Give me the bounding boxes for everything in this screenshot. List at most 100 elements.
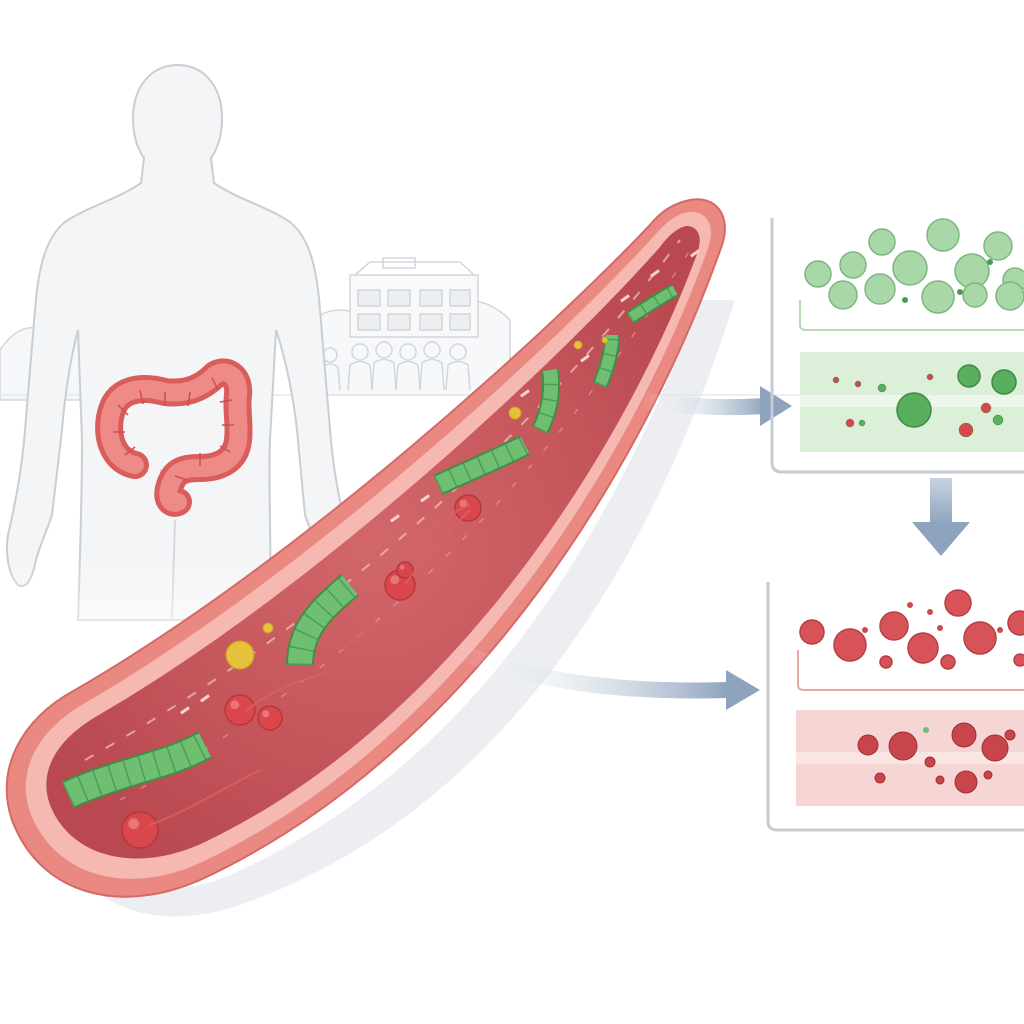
layer-particle [896, 392, 932, 428]
layer-particle [958, 422, 974, 438]
layer-particle [935, 775, 945, 785]
green-speck [987, 259, 993, 265]
debris-fleck [180, 706, 190, 715]
red-layer-particles [857, 722, 1016, 794]
fiber-strand [244, 671, 331, 713]
red-cell [121, 811, 159, 849]
green-layer-particles [832, 364, 1017, 438]
arrow-right-icon [638, 386, 792, 426]
yellow-particle [573, 340, 583, 350]
layer-particle [924, 756, 936, 768]
yellow-particle [601, 336, 609, 344]
green-cell [995, 281, 1024, 311]
bacterium [62, 733, 211, 807]
red-speck [927, 609, 933, 615]
arrow-down-icon [912, 478, 970, 556]
yellow-particle [262, 622, 274, 634]
debris-fleck [620, 294, 630, 303]
layer-particle [832, 376, 840, 384]
red-cell [799, 619, 825, 645]
green-cell [868, 228, 896, 256]
intestinal-tube [5, 198, 726, 898]
debris-fleck [390, 514, 400, 523]
yellow-particle [508, 406, 522, 420]
layer-particle [874, 772, 886, 784]
red-cell [1007, 610, 1024, 636]
debris-fleck [689, 249, 700, 258]
red-speck [907, 602, 913, 608]
green-cell [839, 251, 867, 279]
green-cell [926, 218, 960, 252]
red-cell [454, 494, 482, 522]
arrow-right-icon [451, 642, 760, 710]
debris-fleck [200, 694, 210, 703]
red-speck [937, 625, 943, 631]
layer-particle [858, 419, 866, 427]
layer-particle [854, 380, 862, 388]
fiber-strand [339, 599, 421, 651]
bacterium-segments [594, 334, 618, 388]
hospital-building-icon [349, 257, 479, 338]
red-speck [862, 627, 868, 633]
green-speck [923, 727, 929, 733]
green-cell [962, 282, 988, 308]
green-cell [892, 250, 928, 286]
red-cell [224, 694, 256, 726]
bacterium-segments [533, 368, 559, 434]
bacterium-segments [288, 575, 358, 666]
layer-particle [951, 722, 977, 748]
colon-organ [95, 358, 253, 517]
red-cell-highlight [230, 700, 240, 710]
green-cell [864, 273, 896, 305]
layer-particle [1004, 729, 1016, 741]
fiber-strand [409, 504, 471, 556]
red-cell [879, 611, 909, 641]
tube-contents [61, 249, 700, 849]
green-cell [804, 260, 832, 288]
red-cell [907, 632, 939, 664]
red-cell-highlight [128, 818, 140, 830]
debris-fleck [580, 354, 590, 363]
red-cell-highlight [459, 499, 468, 508]
layer-particle [991, 369, 1017, 395]
layer-particle [983, 770, 993, 780]
red-cell [963, 621, 997, 655]
fiber-strand [404, 509, 471, 586]
green-cell [983, 231, 1013, 261]
layer-particle [877, 383, 887, 393]
green-cell [828, 280, 858, 310]
green-cell-cluster [804, 218, 1024, 314]
crowd-silhouettes [319, 341, 471, 391]
layer-particle [857, 734, 879, 756]
green-cell [921, 280, 955, 314]
bacterium [627, 285, 678, 323]
panel-disease [766, 582, 1024, 832]
red-cell [257, 705, 283, 731]
red-cell-cluster [799, 589, 1024, 670]
layer-particle [888, 731, 918, 761]
red-cell [833, 628, 867, 662]
red-cell [940, 654, 956, 670]
debris-fleck [649, 269, 660, 278]
yellow-particle [225, 640, 255, 670]
red-cell-highlight [390, 575, 400, 585]
layer-particle [981, 734, 1009, 762]
flow-arrows [451, 386, 970, 710]
green-speck [957, 289, 963, 295]
red-cell-highlight [399, 564, 405, 570]
red-cell [1013, 653, 1024, 667]
red-cell [879, 655, 893, 669]
layer-particle [926, 373, 934, 381]
red-cell [944, 589, 972, 617]
layer-particle [992, 414, 1004, 426]
layer-particle [954, 770, 978, 794]
fiber-strand [149, 769, 261, 826]
layer-particle [845, 418, 855, 428]
debris-fleck [419, 494, 430, 503]
bacterium [434, 437, 530, 494]
red-speck [997, 627, 1003, 633]
layer-particle [980, 402, 992, 414]
green-speck [902, 297, 908, 303]
